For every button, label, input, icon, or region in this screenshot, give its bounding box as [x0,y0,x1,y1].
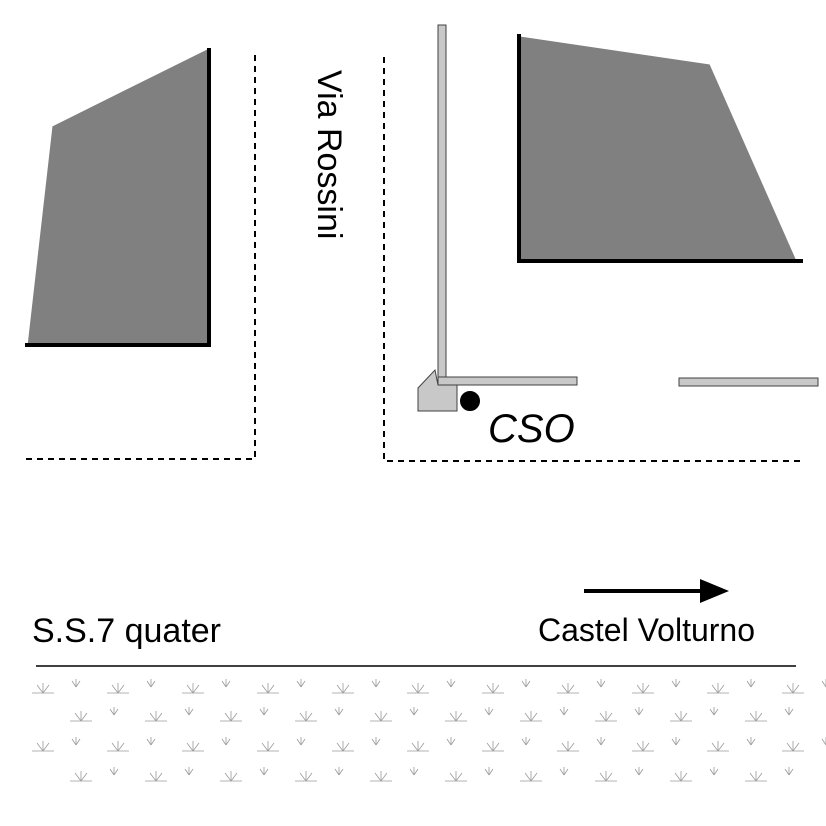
wall-horizontal [437,376,578,386]
street-edges [22,55,800,462]
marsh-symbol [557,737,606,752]
marsh-symbol [70,707,119,722]
marsh-symbol [632,737,681,752]
marsh-symbol [520,767,569,782]
marsh-symbol [782,679,826,694]
marsh-symbol [257,737,306,752]
marsh-symbol [370,767,419,782]
marsh-symbol [445,767,494,782]
marsh-symbol [332,679,381,694]
marsh-symbol [220,767,269,782]
wall-segment-right [678,377,819,387]
marsh-symbol [107,737,156,752]
direction-label: Castel Volturno [538,612,755,648]
street-edge-right [383,57,800,462]
wall-corner-block [417,368,458,412]
marsh-symbol [557,679,606,694]
marsh-symbol [520,707,569,722]
building-right [517,34,803,263]
marsh-symbol [295,767,344,782]
marsh-symbol [257,679,306,694]
marsh-symbol [482,679,531,694]
marsh-symbol [595,707,644,722]
marsh-symbol [220,707,269,722]
marsh-symbol [707,679,756,694]
wall-vertical [437,24,447,381]
cso-label: CSO [488,407,575,451]
marsh-symbol [107,679,156,694]
wall-structure [417,24,819,412]
marsh-symbol [145,767,194,782]
marsh-symbol [745,767,794,782]
street-edge-left [22,55,256,460]
marsh-symbol [445,707,494,722]
marsh-symbol [32,737,81,752]
marsh-symbol [670,767,719,782]
building-left [25,47,211,347]
direction-arrow-icon [584,579,729,603]
marsh-symbol [332,737,381,752]
marsh-symbol [145,707,194,722]
marsh-symbol [370,707,419,722]
marsh-symbol [182,679,231,694]
marsh-symbol [407,737,456,752]
street-label: Via Rossini [310,70,348,239]
marsh-symbol [745,707,794,722]
marsh-symbol [70,767,119,782]
marsh-symbol [182,737,231,752]
marsh-symbol [482,737,531,752]
marsh-symbol [407,679,456,694]
marsh-symbol [295,707,344,722]
vegetation-marsh-icon [32,679,826,782]
marsh-symbol [782,737,826,752]
marsh-symbol [595,767,644,782]
cso-point-icon [458,389,482,413]
marsh-symbol [32,679,81,694]
marsh-symbol [707,737,756,752]
marsh-symbol [670,707,719,722]
marsh-symbol [632,679,681,694]
road-label: S.S.7 quater [32,612,221,650]
